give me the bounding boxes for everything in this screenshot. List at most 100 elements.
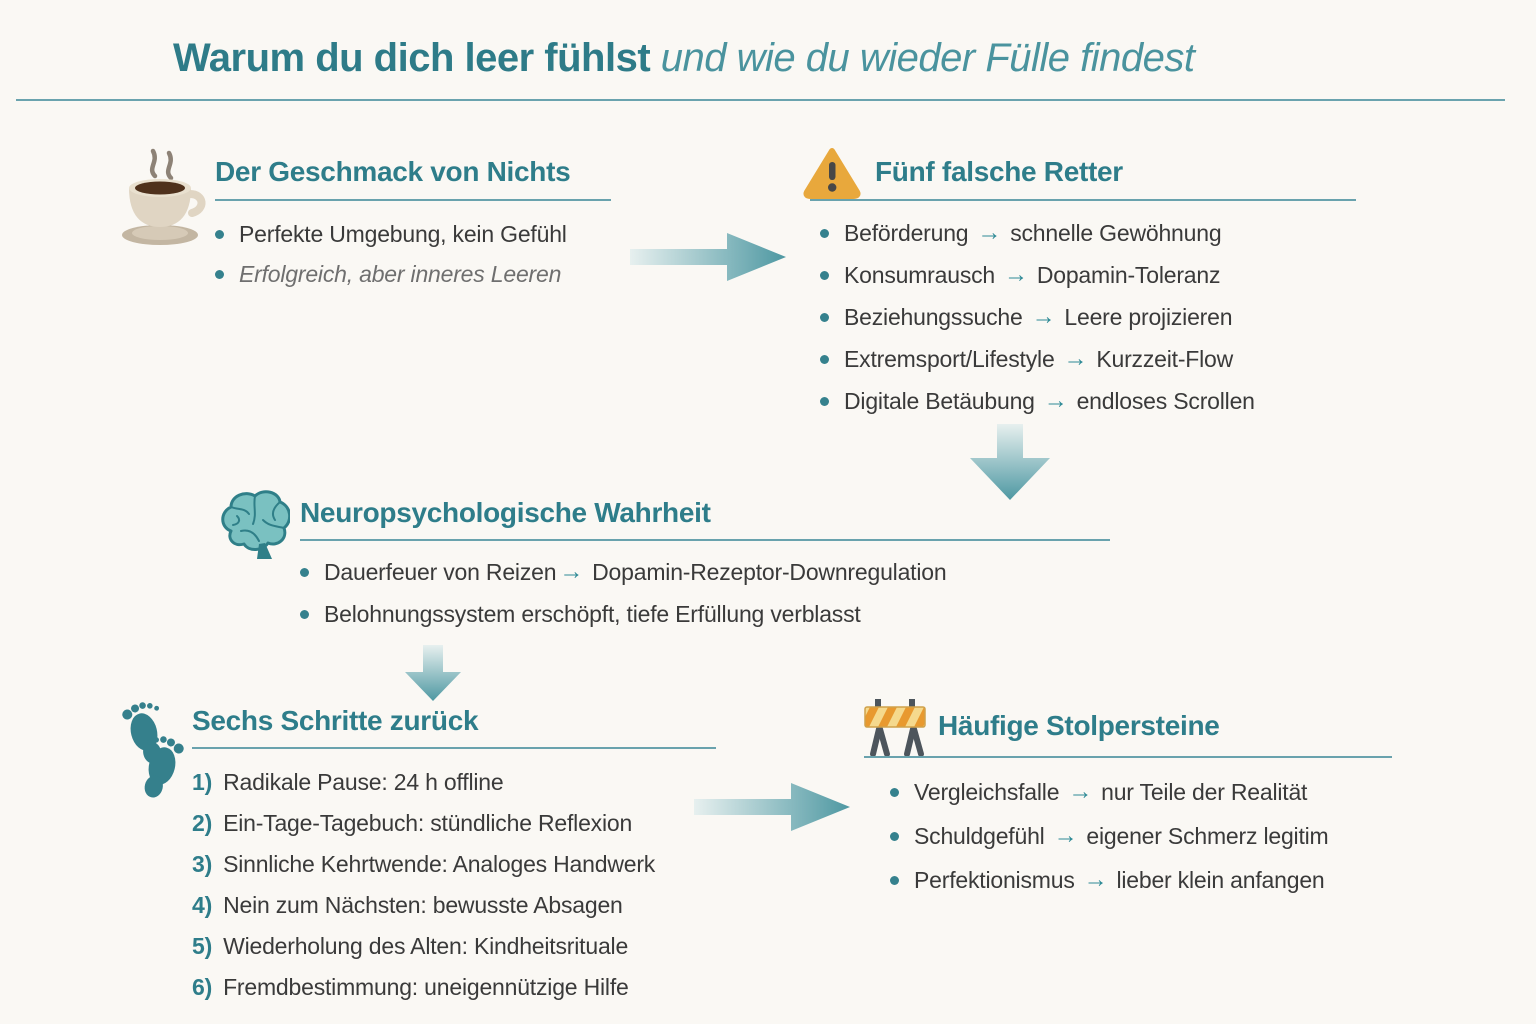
bullet-text: schnelle Gewöhnung (1010, 219, 1222, 246)
list-item: Dauerfeuer von Reizen → Dopamin-Rezeptor… (300, 551, 947, 593)
bullet-text: Belohnungssystem erschöpft, tiefe Erfüll… (324, 600, 861, 627)
arrow-right-glyph: → (1031, 303, 1056, 330)
footprints-icon (122, 702, 184, 798)
arrow-right-glyph: → (1043, 387, 1068, 414)
arrow-right-glyph: → (1083, 866, 1108, 893)
heading-underline-neuro (300, 539, 1110, 541)
step-number: 4) (192, 892, 213, 918)
list-item: 4) Nein zum Nächsten: bewusste Absagen (192, 885, 655, 926)
step-text: Sinnliche Kehrtwende: Analoges Handwerk (223, 851, 656, 877)
step-number: 6) (192, 974, 213, 1000)
bullet-dot (890, 831, 899, 841)
barrier-icon (864, 699, 926, 757)
bullet-dot (215, 269, 224, 279)
bullet-text: endloses Scrollen (1076, 387, 1255, 414)
bullet-dot (300, 567, 309, 577)
bullet-text: Dauerfeuer von Reizen (324, 558, 557, 585)
page-title-italic: und wie du wieder Fülle findest (660, 36, 1195, 80)
step-number: 5) (192, 933, 213, 959)
list-item: 3) Sinnliche Kehrtwende: Analoges Handwe… (192, 844, 655, 885)
section-heading-taste: Der Geschmack von Nichts (215, 156, 571, 187)
list-item: Schuldgefühl → eigener Schmerz legitim (890, 814, 1329, 858)
list-item: Beförderung → schnelle Gewöhnung (820, 212, 1255, 254)
arrow-right-glyph: → (559, 558, 584, 585)
bullet-dot (820, 354, 829, 364)
list-item: Belohnungssystem erschöpft, tiefe Erfüll… (300, 593, 946, 635)
list-item: Beziehungssuche → Leere projizieren (820, 296, 1255, 338)
bullet-text: Digitale Betäubung (844, 387, 1035, 414)
step-number: 3) (192, 851, 213, 877)
bullet-list-rescuers: Beförderung → schnelle Gewöhnung Konsumr… (820, 212, 1255, 422)
bullet-text: Erfolgreich, aber inneres Leeren (239, 260, 562, 287)
step-text: Nein zum Nächsten: bewusste Absagen (223, 892, 623, 918)
bullet-dot (300, 609, 309, 619)
step-text: Ein-Tage-Tagebuch: stündliche Reflexion (223, 810, 633, 836)
step-text: Radikale Pause: 24 h offline (223, 769, 504, 795)
flow-arrow-right-1 (630, 233, 786, 281)
bullet-text: nur Teile der Realität (1101, 778, 1308, 805)
list-item: Perfekte Umgebung, kein Gefühl (215, 214, 567, 254)
arrow-right-glyph: → (1068, 778, 1093, 805)
list-item: Konsumrausch → Dopamin-Toleranz (820, 254, 1255, 296)
list-item: 5) Wiederholung des Alten: Kindheitsritu… (192, 926, 655, 967)
bullet-text: Leere projizieren (1064, 303, 1233, 330)
bullet-dot (215, 229, 224, 239)
section-heading-rescuers: Fünf falsche Retter (875, 156, 1123, 187)
arrow-right-glyph: → (1063, 345, 1088, 372)
bullet-dot (890, 787, 899, 797)
step-number: 1) (192, 769, 213, 795)
list-item: 1) Radikale Pause: 24 h offline (192, 762, 655, 803)
bullet-dot (820, 270, 829, 280)
flow-arrow-down-1 (970, 424, 1050, 500)
bullet-text: Perfektionismus (914, 866, 1075, 893)
list-item: Erfolgreich, aber inneres Leeren (215, 254, 567, 294)
heading-underline-rescuers (810, 199, 1356, 201)
flow-arrow-down-2 (405, 645, 461, 701)
arrow-right-glyph: → (1053, 822, 1078, 849)
section-heading-obstacles: Häufige Stolpersteine (938, 710, 1220, 741)
bullet-text: Konsumrausch (844, 261, 996, 288)
bullet-dot (890, 875, 899, 885)
step-text: Fremdbestimmung: uneigennützige Hilfe (223, 974, 629, 1000)
flow-arrow-right-2 (694, 783, 850, 831)
step-text: Wiederholung des Alten: Kindheitsrituale (223, 933, 629, 959)
list-item: Perfektionismus → lieber klein anfangen (890, 858, 1329, 902)
bullet-text: Perfekte Umgebung, kein Gefühl (239, 220, 567, 247)
coffee-cup-icon (122, 148, 206, 245)
bullet-list-neuro: Dauerfeuer von Reizen → Dopamin-Rezeptor… (300, 551, 947, 635)
numbered-list-steps: 1) Radikale Pause: 24 h offline 2) Ein-T… (192, 762, 655, 1008)
heading-underline-steps (192, 747, 716, 749)
bullet-list-obstacles: Vergleichsfalle → nur Teile der Realität… (890, 770, 1329, 902)
bullet-dot (820, 396, 829, 406)
bullet-dot (820, 228, 829, 238)
page-title-bold: Warum du dich leer fühlst (173, 36, 651, 80)
bullet-text: Extremsport/Lifestyle (844, 345, 1055, 372)
bullet-text: Beziehungssuche (844, 303, 1023, 330)
bullet-list-taste: Perfekte Umgebung, kein Gefühl Erfolgrei… (215, 214, 567, 294)
bullet-dot (820, 312, 829, 322)
bullet-text: Dopamin-Rezeptor-Downregulation (592, 558, 947, 585)
list-item: 2) Ein-Tage-Tagebuch: stündliche Reflexi… (192, 803, 655, 844)
bullet-text: Schuldgefühl (914, 822, 1045, 849)
warning-triangle-icon (803, 148, 861, 199)
section-heading-steps: Sechs Schritte zurück (192, 705, 479, 736)
bullet-text: lieber klein anfangen (1116, 866, 1325, 893)
arrow-right-glyph: → (977, 219, 1002, 246)
section-heading-neuro: Neuropsychologische Wahrheit (300, 497, 711, 528)
heading-underline-obstacles (864, 756, 1392, 758)
title-divider (16, 99, 1505, 101)
list-item: 6) Fremdbestimmung: uneigennützige Hilfe (192, 967, 655, 1008)
brain-icon (221, 490, 290, 559)
list-item: Extremsport/Lifestyle → Kurzzeit-Flow (820, 338, 1255, 380)
step-number: 2) (192, 810, 213, 836)
page-title: Warum du dich leer fühlst und wie du wie… (173, 36, 1195, 81)
list-item: Digitale Betäubung → endloses Scrollen (820, 380, 1255, 422)
list-item: Vergleichsfalle → nur Teile der Realität (890, 770, 1329, 814)
bullet-text: Beförderung (844, 219, 969, 246)
heading-underline-taste (215, 199, 611, 201)
bullet-text: Dopamin-Toleranz (1036, 261, 1221, 288)
bullet-text: eigener Schmerz legitim (1086, 822, 1329, 849)
bullet-text: Kurzzeit-Flow (1096, 345, 1234, 372)
arrow-right-glyph: → (1004, 261, 1028, 288)
bullet-text: Vergleichsfalle (914, 778, 1060, 805)
